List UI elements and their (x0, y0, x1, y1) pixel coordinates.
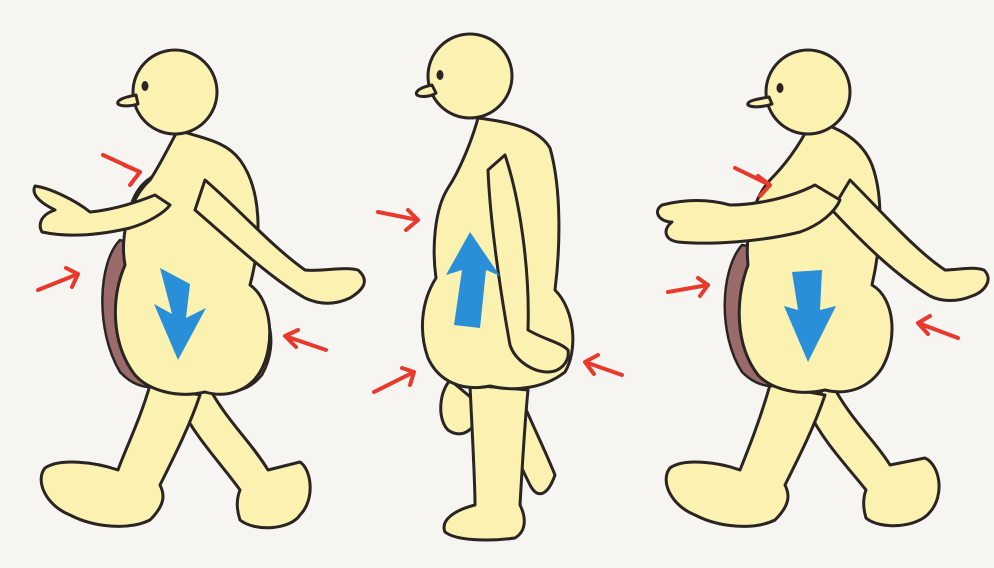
eye (142, 81, 149, 91)
nose (118, 95, 138, 106)
red-arrow (285, 330, 326, 350)
back-leg (182, 380, 310, 528)
head (133, 50, 217, 134)
red-arrow (38, 268, 78, 290)
front-leg (666, 385, 825, 526)
figure-walking-right (657, 50, 988, 526)
red-arrow (585, 355, 622, 375)
front-leg (41, 385, 200, 526)
red-arrow (103, 155, 140, 185)
red-arrow (918, 316, 958, 338)
figure-standing-middle (374, 34, 622, 540)
red-arrow (668, 278, 708, 296)
eye (437, 70, 444, 80)
red-arrow (378, 210, 418, 230)
torso (739, 120, 892, 392)
eye (777, 83, 784, 93)
back-leg (808, 380, 939, 526)
red-arrow (374, 368, 414, 392)
figure-walking-left (34, 50, 364, 528)
nose (748, 97, 772, 107)
red-arrow (735, 168, 770, 196)
nose (416, 85, 436, 96)
